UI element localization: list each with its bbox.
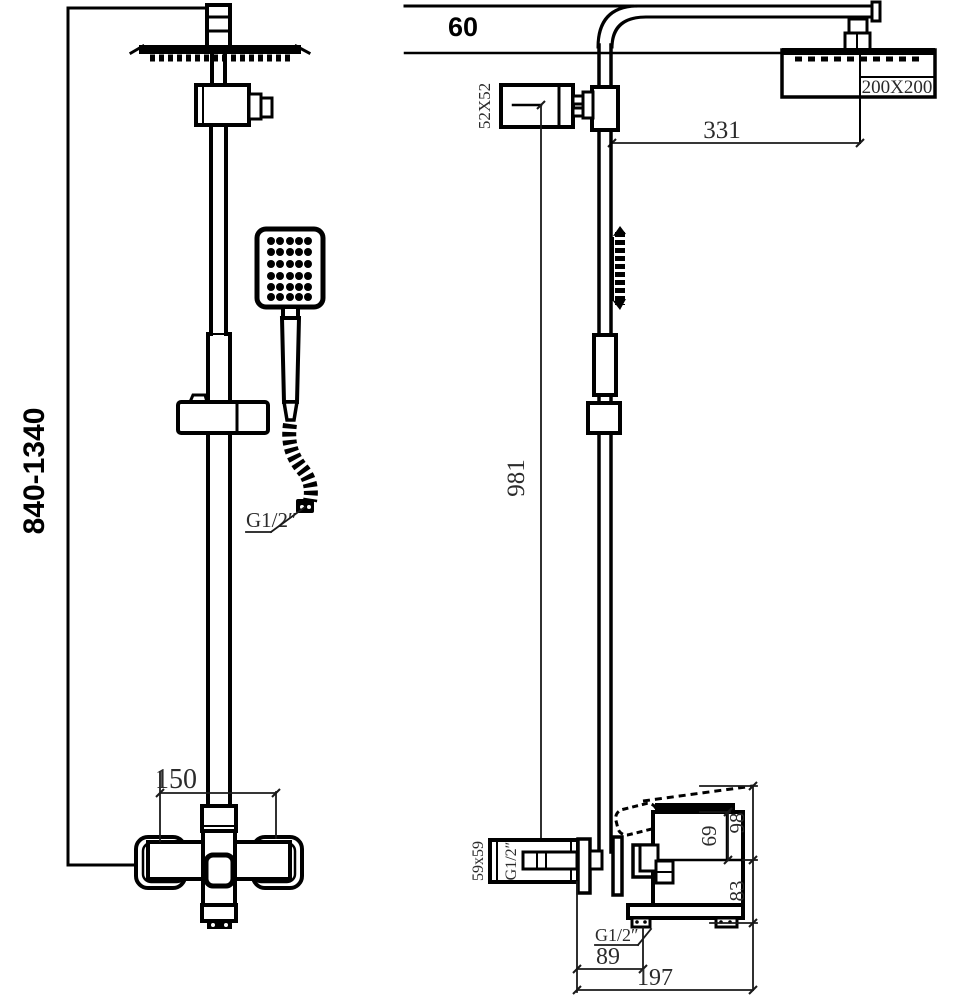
dim-holder-size: 52X52 (475, 83, 494, 129)
body-height-dimensions: 69 98 83 (697, 781, 758, 928)
hand-shower (254, 226, 326, 513)
dim-outlet-thread: G1/2″ (595, 925, 639, 945)
front-spacing-dimension: 150 (155, 764, 281, 842)
dim-center-spacing: 150 (155, 764, 197, 795)
front-view: 840-1340 (18, 3, 326, 929)
hand-shower-side-edge (612, 226, 626, 310)
shower-hose (282, 423, 318, 503)
hose-thread-label: G1/2″ (245, 505, 307, 534)
mixer-handle-lever (642, 784, 754, 803)
mixer-body-front (134, 804, 304, 929)
dim-body-upper: 69 (697, 826, 721, 847)
bottom-dimensions: G1/2″ 89 197 (572, 881, 758, 995)
wall-inlet-elbow: 59x59 G1/2″ (470, 835, 655, 897)
dim-body-lower: 83 (725, 881, 749, 902)
hand-shower-nozzles (267, 237, 312, 301)
slider-bracket-front (176, 393, 270, 435)
dim-head-drop: 60 (448, 12, 478, 42)
riser-pole-side (586, 43, 622, 854)
overhead-shower-front (128, 43, 312, 62)
dim-height-range: 840-1340 (18, 408, 51, 535)
hand-shower-holder-front (194, 83, 274, 127)
dim-spout-reach: 197 (637, 965, 673, 991)
dim-body-total: 98 (725, 813, 749, 834)
arm-reach-dimension: 331 (607, 117, 865, 148)
top-pipe-front (205, 3, 232, 49)
dim-inlet-size: 59x59 (470, 841, 487, 881)
front-height-dimension: 840-1340 (18, 6, 211, 867)
shower-arm-side (596, 0, 882, 52)
overhead-shower-side: 200X200 (780, 48, 937, 144)
dim-arm-reach: 331 (703, 117, 741, 144)
riser-height-dimension: 981 (503, 100, 546, 861)
dim-riser-height: 981 (503, 459, 530, 497)
dim-inlet-thread: G1/2″ (503, 842, 520, 881)
hand-shower-holder-side: 52X52 (475, 83, 595, 129)
dim-hose-thread: G1/2″ (246, 508, 297, 532)
side-view: 60 200X200 331 (403, 0, 937, 995)
dim-outlet-offset: 89 (596, 944, 620, 970)
dim-head-size: 200X200 (862, 77, 933, 98)
